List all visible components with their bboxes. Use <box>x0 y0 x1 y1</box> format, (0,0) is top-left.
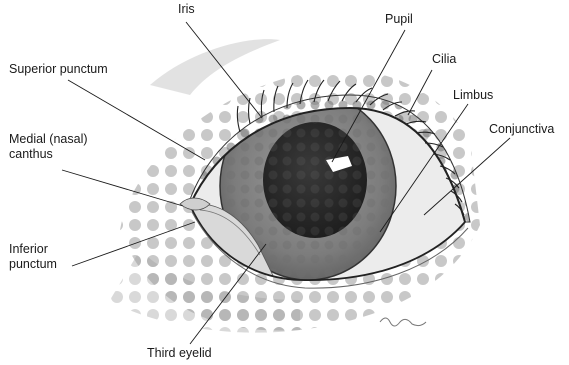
label-inferior-punctum: Inferior punctum <box>9 242 57 272</box>
label-iris: Iris <box>178 2 195 17</box>
label-inferior-punctum-line2: punctum <box>9 257 57 272</box>
label-inferior-punctum-line1: Inferior <box>9 242 57 257</box>
label-medial-canthus-line1: Medial (nasal) <box>9 132 88 147</box>
label-pupil: Pupil <box>385 12 413 27</box>
label-third-eyelid: Third eyelid <box>147 346 212 361</box>
artist-signature <box>380 318 426 326</box>
label-superior-punctum: Superior punctum <box>9 62 108 77</box>
label-limbus: Limbus <box>453 88 493 103</box>
label-conjunctiva: Conjunctiva <box>489 122 554 137</box>
label-cilia: Cilia <box>432 52 456 67</box>
label-medial-canthus: Medial (nasal) canthus <box>9 132 88 162</box>
label-medial-canthus-line2: canthus <box>9 147 88 162</box>
